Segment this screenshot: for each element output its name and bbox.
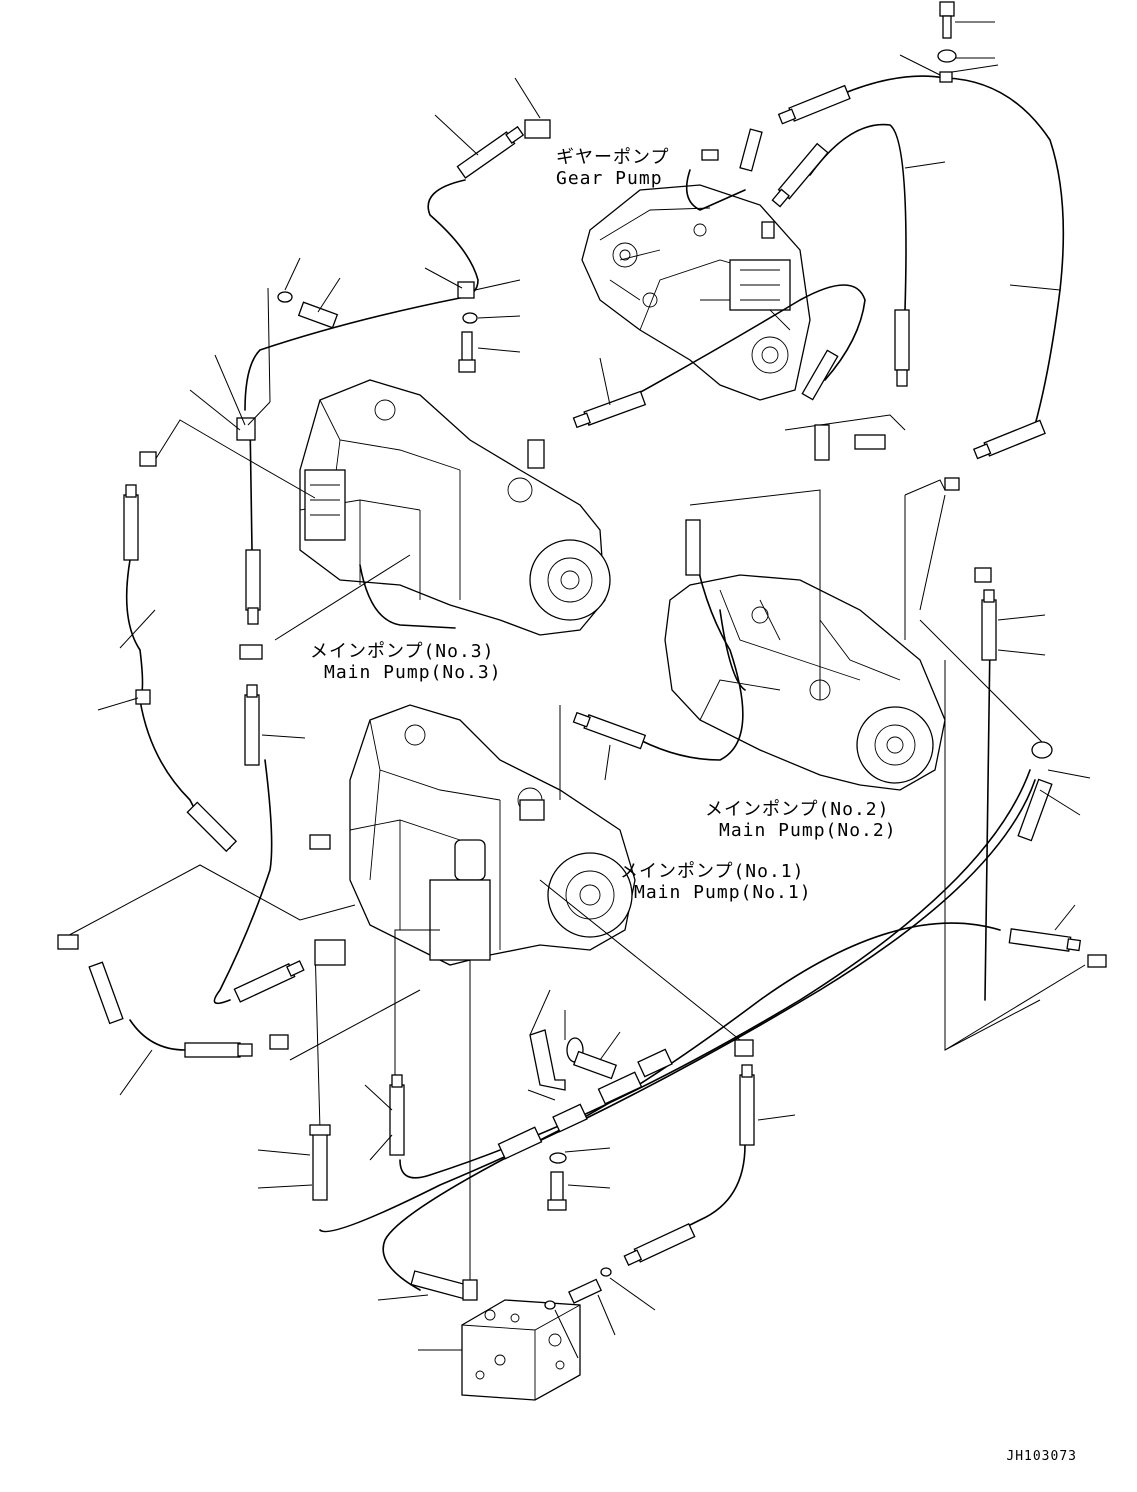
main-pump-no1-label-jp: メインポンプ(No.1)	[620, 861, 805, 882]
main-pump-no2-label: メインポンプ(No.2) Main Pump(No.2)	[705, 799, 897, 841]
fittings	[57, 1, 1107, 1310]
main-pump-no3-assembly	[299, 379, 611, 636]
valve-block	[461, 1299, 581, 1401]
main-pump-no1-label: メインポンプ(No.1) Main Pump(No.1)	[620, 861, 812, 903]
main-pump-no2-label-en: Main Pump(No.2)	[719, 819, 897, 841]
main-pump-no2-label-jp: メインポンプ(No.2)	[705, 799, 890, 820]
main-pump-no3-label-jp: メインポンプ(No.3)	[310, 641, 495, 662]
gear-pump-label: ギヤーポンプ Gear Pump	[556, 147, 670, 189]
gear-pump-label-jp: ギヤーポンプ	[556, 147, 670, 168]
main-pump-no3-label-en: Main Pump(No.3)	[324, 661, 502, 683]
main-pump-no1-assembly	[349, 704, 636, 966]
document-id: JH103073	[1006, 1449, 1077, 1464]
main-pump-no1-label-en: Main Pump(No.1)	[634, 881, 812, 903]
leader-lines	[97, 21, 1091, 1359]
main-pump-no2-assembly	[664, 574, 946, 791]
gear-pump-label-en: Gear Pump	[556, 167, 663, 189]
main-pump-no3-label: メインポンプ(No.3) Main Pump(No.3)	[310, 641, 502, 683]
gear-pump-assembly	[581, 128, 811, 401]
